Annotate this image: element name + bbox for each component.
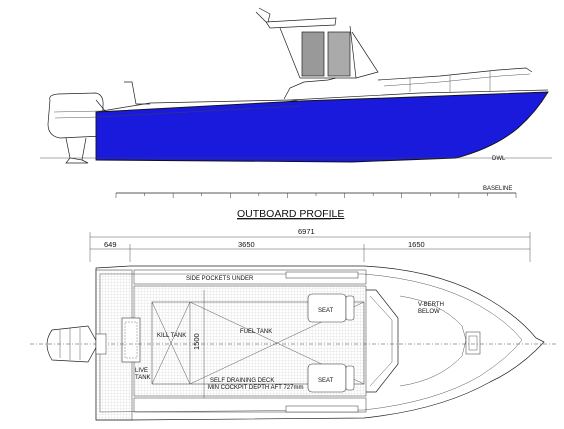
self-draining-label: SELF DRAINING DECK (210, 378, 274, 384)
plan-view: SIDE POCKETS UNDER KILL TANK FUEL TANK 1… (30, 265, 556, 421)
profile-title: OUTBOARD PROFILE (237, 208, 344, 220)
v-berth-line-2: BELOW (418, 309, 440, 315)
dimension-lines: 6971 649 3650 1650 (89, 227, 531, 262)
profile-view: DWL (40, 7, 552, 164)
outboard-plan (46, 325, 107, 363)
seat-port-label: SEAT (318, 308, 334, 314)
dim-bow: 1650 (408, 240, 425, 249)
cabin (255, 7, 379, 100)
kill-tank-label: KILL TANK (157, 333, 186, 339)
live-tank-text: LIVE (135, 368, 148, 374)
live-tank-line-2: TANK (135, 375, 151, 381)
v-berth-label: V-BERTH BELOW (418, 302, 446, 315)
fuel-tank-label: FUEL TANK (240, 329, 272, 335)
seat-stbd-label: SEAT (318, 378, 334, 384)
side-pockets-label: SIDE POCKETS UNDER (186, 276, 254, 282)
baseline: BASELINE (115, 186, 517, 198)
min-depth-label: MIN COCKPIT DEPTH AFT 727mm (208, 385, 303, 391)
live-tank-label: LIVE TANK (135, 368, 151, 381)
dwl-label: DWL (492, 156, 506, 162)
seat-stbd: SEAT (285, 363, 359, 413)
seat-port: SEAT (285, 271, 359, 323)
dim-overall: 6971 (298, 227, 315, 236)
dim-tank-width: 1500 (192, 333, 201, 350)
hull (95, 91, 549, 163)
v-berth-line-1: V-BERTH (418, 302, 444, 308)
dim-transom: 649 (104, 240, 117, 249)
baseline-label: BASELINE (483, 186, 512, 192)
dim-cockpit: 3650 (238, 240, 255, 249)
